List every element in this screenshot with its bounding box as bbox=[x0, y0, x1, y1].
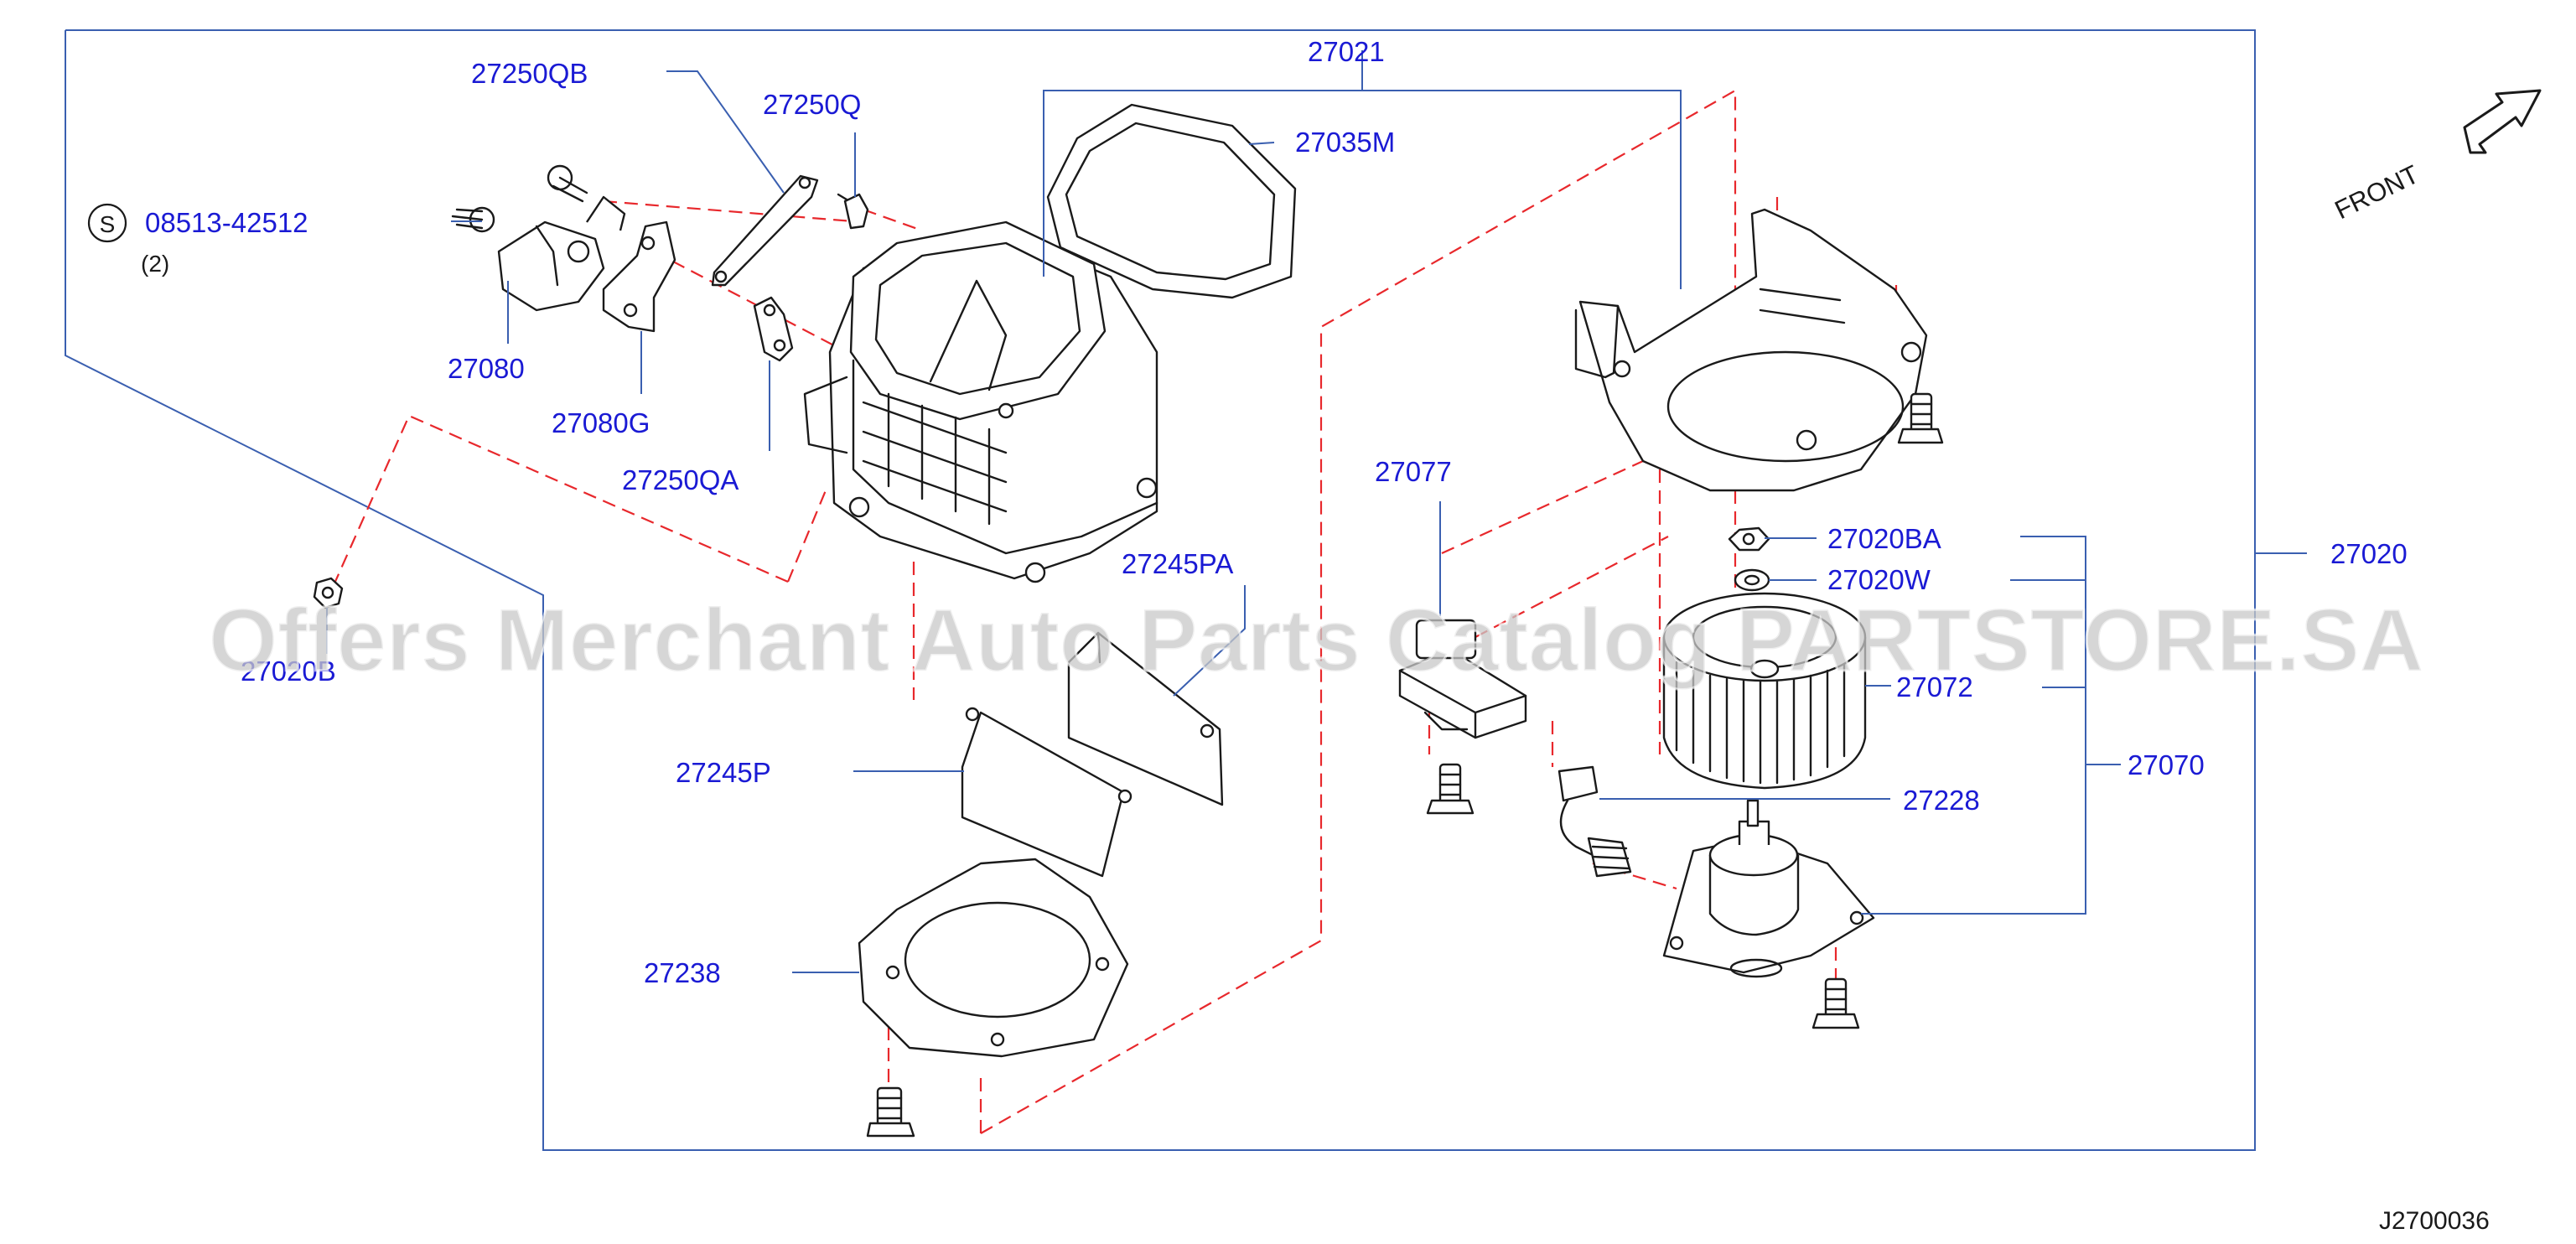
label-27080G[interactable]: 27080G bbox=[552, 407, 650, 438]
screw-bottom-left bbox=[866, 1086, 915, 1138]
screw-motor bbox=[1811, 977, 1860, 1029]
label-27228[interactable]: 27228 bbox=[1903, 785, 1980, 816]
motor-27070 bbox=[1662, 799, 1875, 978]
qty-08513: (2) bbox=[141, 251, 169, 277]
assembly-frame bbox=[65, 29, 2256, 1151]
label-27250QB[interactable]: 27250QB bbox=[471, 58, 588, 89]
watermark: Offers Merchant Auto Parts Catalog PARTS… bbox=[209, 591, 2424, 690]
label-27245PA[interactable]: 27245PA bbox=[1122, 548, 1233, 579]
leader-lines bbox=[326, 50, 2307, 973]
clip-27250Q bbox=[837, 193, 869, 230]
bracket-27080G bbox=[602, 220, 676, 333]
lever-27250QA bbox=[753, 296, 794, 362]
label-27250QA[interactable]: 27250QA bbox=[622, 464, 739, 495]
circled-s-letter: S bbox=[100, 211, 116, 237]
scroll-case-27020 bbox=[1574, 208, 1928, 492]
screw-resistor bbox=[1426, 763, 1475, 815]
door-27245PA bbox=[1067, 631, 1224, 806]
hose-27228 bbox=[1558, 765, 1632, 878]
front-label: FRONT bbox=[2330, 159, 2423, 225]
nut-27020BA bbox=[1728, 526, 1770, 552]
screw-case bbox=[1897, 392, 1944, 444]
intake-housing bbox=[803, 220, 1158, 583]
label-27077[interactable]: 27077 bbox=[1375, 456, 1452, 487]
label-27035M[interactable]: 27035M bbox=[1295, 127, 1395, 158]
fan-27072 bbox=[1662, 592, 1867, 790]
label-27020W[interactable]: 27020W bbox=[1827, 564, 1931, 595]
bolt-08513 bbox=[451, 164, 588, 233]
intake-seal-27035M bbox=[1046, 103, 1297, 299]
door-27245P bbox=[961, 707, 1133, 878]
figure-code: J2700036 bbox=[2379, 1207, 2490, 1235]
circled-s-icon: S bbox=[87, 203, 127, 243]
label-27250Q[interactable]: 27250Q bbox=[763, 89, 861, 120]
nut-27020B bbox=[313, 577, 344, 609]
label-27020B[interactable]: 27020B bbox=[241, 656, 336, 687]
label-27238[interactable]: 27238 bbox=[644, 957, 721, 988]
washer-27020W bbox=[1734, 568, 1770, 592]
resistor-27077 bbox=[1398, 619, 1527, 739]
gasket-27238 bbox=[858, 858, 1129, 1058]
rod-27250QB bbox=[711, 174, 819, 287]
label-27020[interactable]: 27020 bbox=[2330, 538, 2408, 569]
label-27021[interactable]: 27021 bbox=[1308, 36, 1385, 67]
fan-blades bbox=[1675, 661, 1846, 785]
label-27245P[interactable]: 27245P bbox=[676, 757, 771, 788]
label-08513-42512[interactable]: 08513-42512 bbox=[145, 207, 308, 238]
label-27020BA[interactable]: 27020BA bbox=[1827, 523, 1941, 554]
part-labels: 27021 27250QB 27250Q 27035M 08513-42512 … bbox=[141, 36, 2408, 988]
front-arrow-icon bbox=[2463, 89, 2542, 154]
label-27072[interactable]: 27072 bbox=[1896, 671, 1973, 702]
label-27080[interactable]: 27080 bbox=[448, 353, 525, 384]
intake-grille bbox=[862, 392, 1008, 526]
label-27070[interactable]: 27070 bbox=[2128, 749, 2205, 780]
